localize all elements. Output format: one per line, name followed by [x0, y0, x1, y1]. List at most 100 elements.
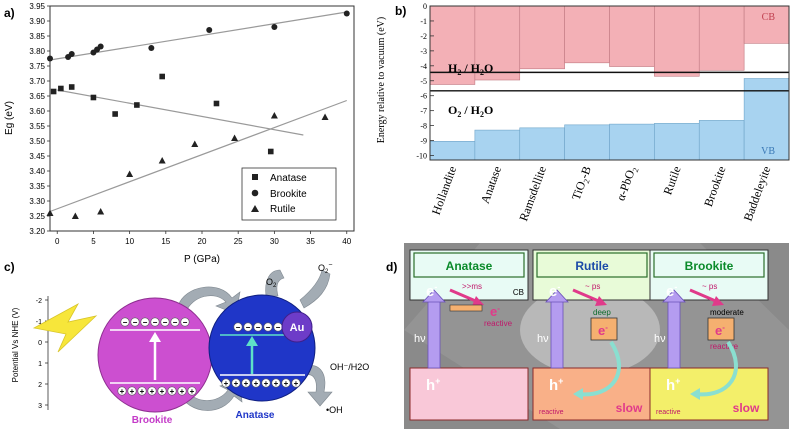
panel-c-label: c): [4, 260, 15, 274]
hole: [291, 378, 301, 388]
hole: [157, 386, 167, 396]
superoxide-arrow-icon: [299, 269, 331, 309]
data-point-rutile: [231, 134, 239, 141]
x-tick-label: 35: [306, 237, 315, 246]
y-tick-label: -8: [420, 122, 427, 131]
y-tick-label: 3.20: [29, 227, 45, 236]
category-label: Hollandite: [429, 164, 459, 216]
y-tick-label: 3.55: [29, 122, 45, 131]
hole-sign: +: [120, 387, 125, 396]
hole-sign: +: [254, 379, 259, 388]
cb-bar-Brookite: [698, 5, 745, 71]
vb-bar-Hollandite: [429, 141, 476, 161]
electron-sign: −: [266, 323, 271, 332]
hole: [187, 386, 197, 396]
data-point-brookite: [97, 43, 104, 50]
panel-b-bars: [429, 5, 790, 161]
oh-arrow-icon: [301, 365, 333, 407]
data-point-anatase: [213, 100, 220, 107]
data-point-rutile: [191, 140, 199, 147]
trapping-arrow: [689, 288, 719, 304]
anatase-label: Anatase: [236, 410, 275, 421]
y-tick-label: 3.40: [29, 167, 45, 176]
y-tick-label: -7: [420, 107, 427, 116]
category-label: TiO2-B: [569, 164, 596, 202]
y-tick-label: -10: [416, 152, 427, 161]
x-tick-label: 10: [125, 237, 134, 246]
y-tick-label: -5: [420, 77, 427, 86]
electron: [263, 322, 273, 332]
data-point-anatase: [267, 148, 274, 155]
hole: [137, 386, 147, 396]
y-tick-label: 3.95: [29, 2, 45, 11]
hole-symbol: h+: [549, 376, 563, 394]
y-tick-label: -9: [420, 137, 427, 146]
panel-d-schematic: d) AnataseCBhνe-h+>>mse-reactiveRutilehν…: [386, 243, 789, 429]
trapped-electron-label: e-: [490, 304, 500, 319]
electron: [170, 317, 180, 327]
hole-sign: +: [264, 379, 269, 388]
cb-bar-Anatase: [474, 5, 521, 81]
y-tick-label: 3.45: [29, 152, 45, 161]
trap-state: [449, 304, 483, 312]
data-point-rutile: [270, 112, 278, 119]
y-tick-label: 3.65: [29, 92, 45, 101]
electron-label: e-: [549, 282, 560, 300]
electron: [253, 322, 263, 332]
electron-sign: −: [246, 323, 251, 332]
electron-sign: −: [163, 318, 168, 327]
y-tick-label: 3.30: [29, 197, 45, 206]
data-point-anatase: [112, 111, 118, 117]
hole-reactivity-label: reactive: [539, 409, 564, 416]
cb-bar-TiO2-B: [564, 5, 610, 64]
hole: [221, 378, 231, 388]
y-tick-label: 0: [423, 2, 427, 11]
legend-marker-rutile: [251, 205, 259, 212]
cb-bar-Hollandite: [429, 5, 476, 85]
panel-a-label: a): [4, 6, 15, 20]
trapping-time-label: ~ ps: [702, 282, 717, 291]
data-point-rutile: [321, 113, 329, 120]
hole: [251, 378, 261, 388]
y-tick-label: 3.70: [29, 77, 45, 86]
excitation-arrow-head: [422, 289, 446, 303]
anatase-holes: ++++++++: [221, 378, 301, 388]
electron-sign: −: [236, 323, 241, 332]
category-label: Ramsdellite: [516, 164, 549, 223]
cb-bar-Baddeleyite: [743, 5, 790, 44]
legend-label-anatase: Anatase: [270, 173, 307, 184]
data-point-brookite: [206, 27, 213, 33]
panel-b-y-ticks: 0-1-2-3-4-5-6-7-8-9-10: [416, 2, 434, 161]
x-tick-label: 30: [270, 237, 279, 246]
brookite-holes: ++++++++: [117, 386, 197, 396]
trap-state: [590, 317, 618, 341]
hole-sign: +: [274, 379, 279, 388]
vb-bar-Brookite: [698, 120, 745, 161]
cb-band-label: CB: [762, 12, 776, 23]
panel-a-legend: Anatase Brookite Rutile: [241, 167, 337, 221]
excitation-arrow-head: [545, 289, 569, 303]
panel-a-y-axis-label: Eg (eV): [4, 101, 15, 135]
category-label: α-PbO2: [613, 164, 640, 203]
excitation-arrow: [550, 299, 564, 369]
y-tick-label: -3: [420, 47, 427, 56]
data-point-anatase: [159, 73, 165, 80]
excitation-arrow: [427, 299, 441, 369]
data-point-brookite: [343, 10, 350, 17]
legend-marker-brookite: [251, 189, 259, 197]
cb-bar-Ramsdellite: [519, 5, 565, 70]
electron: [160, 317, 170, 327]
y-tick-label: -1: [420, 17, 427, 26]
vb-bar-Anatase: [474, 129, 521, 161]
x-tick-label: 0: [55, 237, 60, 246]
panel-b-y-axis-label: Energy relative to vacuum (eV): [376, 17, 387, 143]
data-point-anatase: [90, 94, 97, 101]
o2-label: O2: [266, 277, 277, 289]
electron: [120, 317, 130, 327]
category-label: Brookite: [701, 164, 729, 208]
hole: [167, 386, 177, 396]
panel-b-label: b): [395, 4, 406, 18]
